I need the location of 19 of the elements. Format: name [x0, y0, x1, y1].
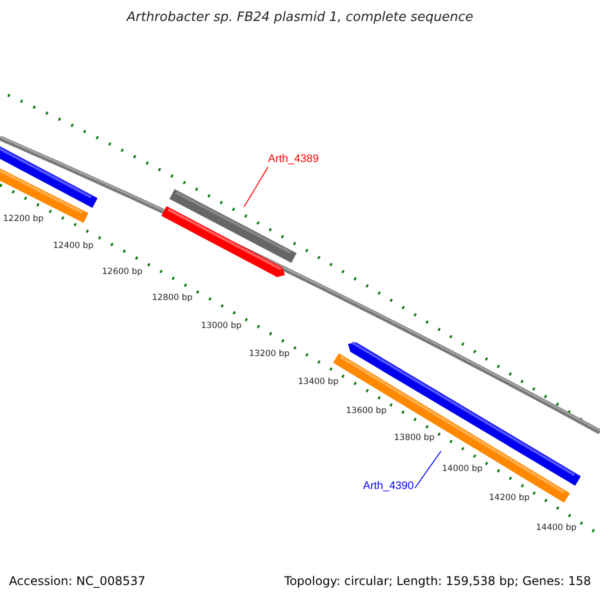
- tick-label: 13000 bp: [201, 322, 242, 330]
- tick-label: 13200 bp: [249, 350, 290, 358]
- leader-line: [414, 450, 442, 488]
- tick-label: 12600 bp: [102, 268, 143, 276]
- gene-label: Arth_4389: [268, 154, 319, 165]
- tick-label: 13400 bp: [298, 378, 339, 386]
- tick-label: 14200 bp: [489, 494, 530, 502]
- tick-label: 14400 bp: [536, 524, 577, 532]
- tick-label: 13800 bp: [394, 434, 435, 442]
- tick-label: 14000 bp: [442, 465, 483, 474]
- tick-label: 12800 bp: [152, 294, 193, 302]
- tick-label: 13600 bp: [346, 407, 387, 416]
- title: Arthrobacter sp. FB24 plasmid 1, complete sequence: [125, 11, 474, 24]
- sequence-info-text: Topology: circular; Length: 159,538 bp; Genes: 158: [284, 575, 591, 587]
- tick-label: 12400 bp: [53, 242, 94, 250]
- gene-label: Arth_4390: [363, 481, 414, 492]
- accession-text: Accession: NC_008537: [9, 575, 146, 587]
- leader-line: [244, 166, 268, 208]
- tick-label: 12200 bp: [3, 215, 44, 224]
